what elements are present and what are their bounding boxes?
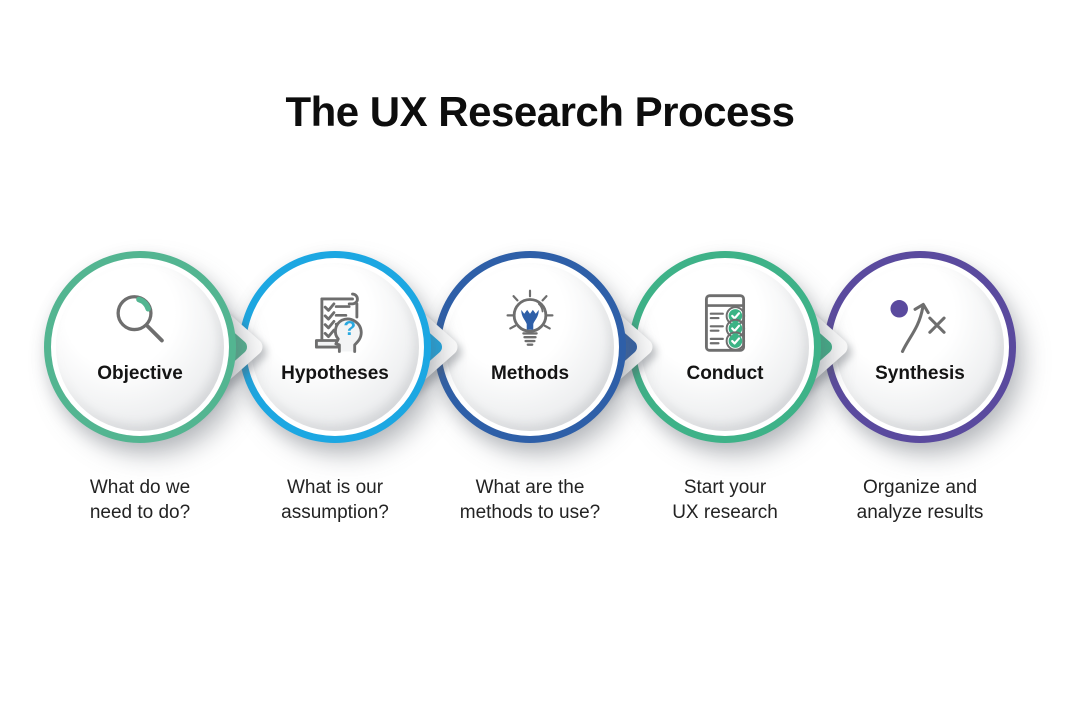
magnifying-glass-icon (116, 295, 164, 343)
step-description: Start your UX research (672, 477, 778, 523)
step-label: Objective (97, 363, 183, 384)
step-synthesis: Synthesis Organize and analyze results (824, 251, 1016, 523)
step-label: Methods (490, 363, 570, 384)
step-circle-face (56, 263, 224, 431)
step-circle: Synthesis (824, 251, 1016, 443)
checklist-head-question-icon: ? (314, 292, 363, 353)
clipboard-checklist-icon (704, 294, 746, 352)
step-description: What is our assumption? (281, 477, 389, 523)
step-circle-face (836, 263, 1004, 431)
lightbulb-icon (506, 289, 554, 346)
step-description: Organize and analyze results (856, 477, 984, 523)
page-title: The UX Research Process (285, 88, 795, 135)
step-circle: ? Hypotheses (239, 251, 431, 443)
step-circle: Objective (44, 251, 236, 443)
step-description: What are the methods to use? (459, 477, 601, 523)
step-label: Synthesis (875, 363, 965, 384)
step-description: What do we need to do? (89, 477, 191, 523)
strategy-arrow-icon (890, 300, 946, 353)
step-label: Hypotheses (281, 363, 389, 384)
svg-text:?: ? (343, 317, 356, 340)
step-circle: Methods (434, 251, 626, 443)
step-conduct: Conduct Start your UX research (629, 251, 848, 523)
step-label: Conduct (686, 363, 764, 384)
step-circle-face (641, 263, 809, 431)
step-hypotheses: ? Hypotheses What is our assumption? (239, 251, 458, 523)
step-objective: Objective What do we need to do? (44, 251, 263, 523)
step-methods: Methods What are the methods to use? (434, 251, 653, 523)
step-circle: Conduct (629, 251, 821, 443)
